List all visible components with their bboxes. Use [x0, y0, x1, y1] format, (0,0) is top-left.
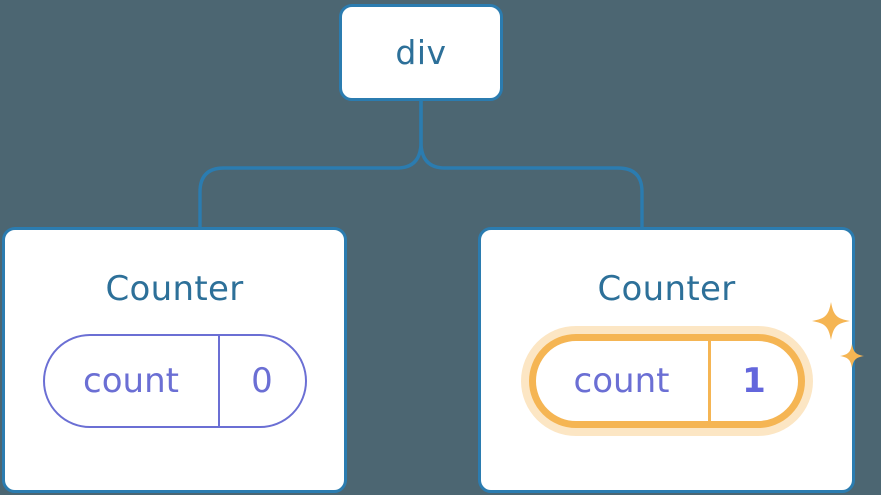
edge-to-left-counter [198, 98, 423, 230]
state-value: 0 [251, 361, 273, 401]
node-counter-left[interactable]: Counter count 0 [2, 227, 347, 493]
state-pill-highlighted[interactable]: count 1 [528, 334, 805, 428]
state-value: 1 [742, 361, 766, 401]
state-key: count [536, 341, 711, 421]
node-counter-right[interactable]: Counter count 1 [478, 227, 864, 493]
state-pill-wrapper: count 1 [528, 302, 864, 428]
counter-title: Counter [597, 269, 736, 309]
counter-title: Counter [105, 269, 244, 309]
state-key: count [45, 336, 220, 426]
sparkle-large-icon [811, 302, 850, 340]
node-div[interactable]: div [339, 4, 503, 101]
node-div-label: div [395, 33, 447, 72]
state-pill[interactable]: count 0 [42, 334, 307, 428]
state-pill-wrapper: count 0 [42, 334, 307, 428]
edge-to-right-counter [419, 98, 644, 230]
